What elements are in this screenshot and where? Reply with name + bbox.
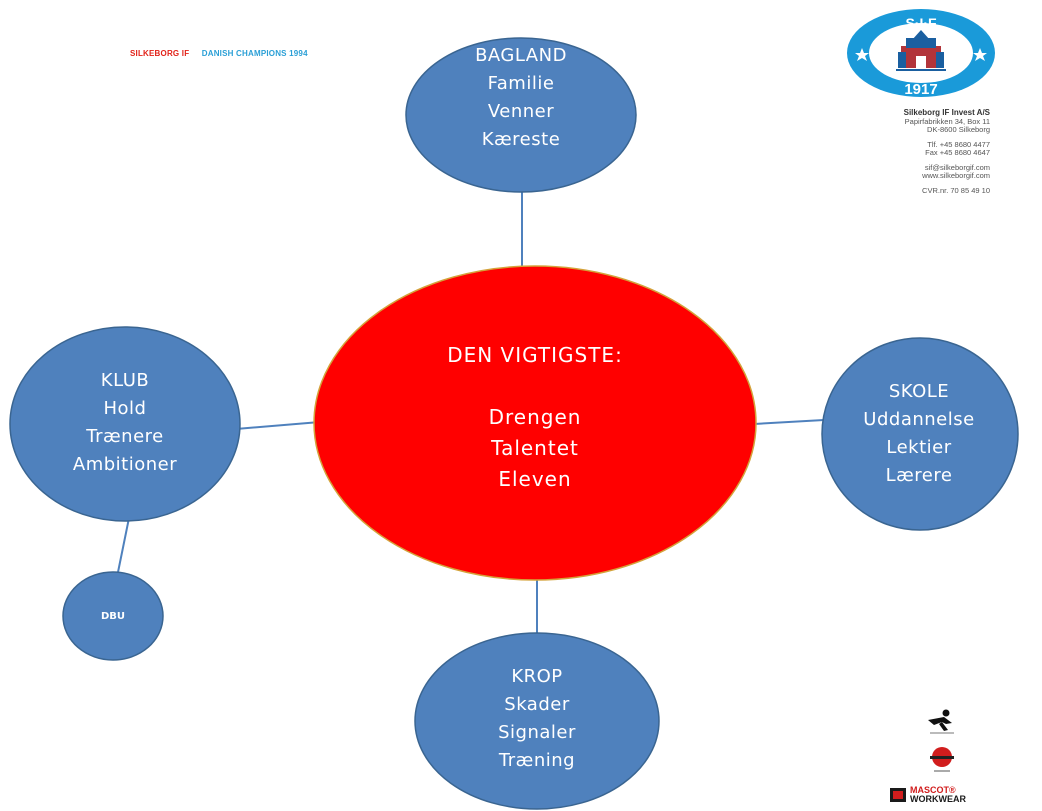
bagland-node: BAGLAND Familie Venner Kæreste: [431, 42, 611, 154]
skole-ellipse: [821, 337, 1019, 531]
skole-node: SKOLE Uddannelse Lektier Lærere: [844, 378, 994, 490]
skole-item: Uddannelse: [863, 409, 975, 430]
krop-ellipse: [414, 632, 660, 810]
mascot-sub: WORKWEAR: [910, 794, 966, 804]
mascot-brand: MASCOT®: [910, 785, 956, 795]
center-node: DEN VIGTIGSTE: Drengen Talentet Eleven: [395, 340, 675, 495]
red-ball-logo-icon: [930, 747, 954, 772]
krop-item: Træning: [498, 750, 576, 771]
connector-skole: [753, 419, 825, 425]
klub-title: KLUB: [100, 370, 150, 391]
company-address: Papirfabrikken 34, Box 11: [904, 116, 990, 126]
club-name: SILKEBORG IF: [130, 49, 190, 58]
center-item: Talentet: [491, 436, 579, 460]
company-city: DK-8600 Silkeborg: [927, 125, 990, 134]
skole-item: Lektier: [886, 437, 952, 458]
company-web: www.silkeborgif.com: [922, 171, 990, 180]
connector-klub: [235, 421, 321, 430]
dbu-title: DBU: [100, 610, 126, 622]
runner-logo-icon: [928, 709, 954, 734]
header-tagline: SILKEBORG IF DANISH CHAMPIONS 1994: [130, 49, 308, 58]
connector-lines: [115, 190, 825, 634]
klub-item: Ambitioner: [72, 454, 178, 475]
castle-icon: [896, 30, 946, 71]
skole-item: Lærere: [885, 465, 953, 486]
star-icon: [973, 48, 987, 61]
krop-item: Signaler: [498, 722, 576, 743]
company-info: Silkeborg IF Invest A/S Papirfabrikken 3…: [810, 108, 990, 195]
connector-dbu: [115, 517, 130, 583]
center-item: Eleven: [498, 467, 572, 491]
dbu-node: DBU: [73, 606, 153, 626]
center-ellipse: [313, 265, 757, 581]
company-name: Silkeborg IF Invest A/S: [903, 108, 990, 117]
krop-item: Skader: [504, 694, 570, 715]
mascot-flag-icon: [890, 788, 906, 802]
krop-node: KROP Skader Signaler Træning: [447, 663, 627, 775]
bagland-item: Kæreste: [481, 129, 561, 150]
star-icon: [855, 48, 869, 61]
logo-top-text: S·I·F: [905, 15, 937, 31]
champions-text: DANISH CHAMPIONS 1994: [201, 49, 308, 58]
company-fax: Fax +45 8680 4647: [925, 148, 990, 157]
sif-logo: S·I·F 1917: [847, 9, 995, 98]
klub-node: KLUB Hold Trænere Ambitioner: [35, 367, 215, 479]
klub-item: Trænere: [86, 426, 164, 447]
klub-item: Hold: [103, 398, 147, 419]
company-phone: Tlf. +45 8680 4477: [927, 139, 990, 149]
company-email: sif@silkeborgif.com: [924, 162, 990, 172]
bagland-item: Venner: [487, 101, 555, 122]
dbu-ellipse: [62, 571, 164, 661]
bagland-title: BAGLAND: [475, 45, 567, 66]
center-title: DEN VIGTIGSTE:: [447, 343, 623, 367]
krop-title: KROP: [511, 666, 563, 687]
skole-title: SKOLE: [888, 381, 950, 402]
company-cvr: CVR.nr. 70 85 49 10: [922, 185, 990, 195]
bagland-ellipse: [405, 37, 637, 193]
center-item: Drengen: [488, 405, 582, 429]
mascot-logo: MASCOT® WORKWEAR: [890, 786, 966, 804]
logo-year: 1917: [904, 81, 937, 98]
klub-ellipse: [9, 326, 241, 522]
bagland-item: Familie: [487, 73, 555, 94]
